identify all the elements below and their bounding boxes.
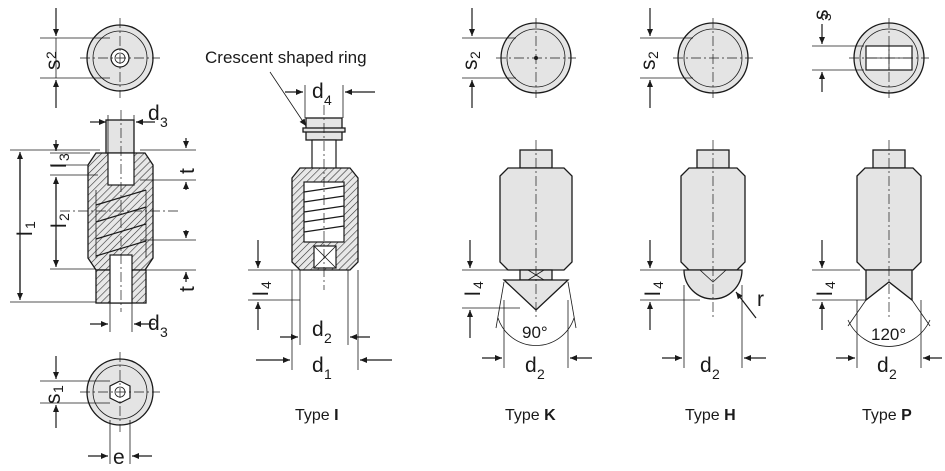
type-p-caption: Type P [862, 407, 912, 424]
s3-sub: 3 [818, 13, 834, 21]
s2-label-k: s [459, 60, 482, 71]
l1-sub: 1 [22, 221, 38, 229]
d2-sub-p: 2 [889, 366, 897, 382]
l4-sub-k: 4 [470, 281, 486, 289]
l4-sub-p: 4 [822, 281, 838, 289]
l4-label-i: l [250, 291, 273, 296]
left-top-view [40, 8, 160, 108]
s1-label: s [42, 394, 65, 405]
type-p-top-view [812, 18, 929, 98]
type-i-section [291, 105, 359, 290]
d3-sub-bottom: 3 [160, 324, 168, 340]
type-p-side-view [856, 140, 922, 320]
d2-label-k: d [525, 354, 537, 377]
d3-label-top: d [148, 102, 160, 125]
s2-sub-h: 2 [645, 51, 661, 59]
type-k-top-view [462, 8, 576, 108]
l4-label-k: l [462, 291, 485, 296]
d4-label: d [312, 80, 324, 103]
d2-sub-i: 2 [324, 330, 332, 346]
left-sleeve-section [60, 110, 180, 312]
d2-sub-h: 2 [712, 366, 720, 382]
l2-sub: 2 [56, 213, 72, 221]
l4-label-p: l [814, 291, 837, 296]
d3-sub-top: 3 [160, 114, 168, 130]
d1-sub: 1 [324, 366, 332, 382]
t-label-top: t [176, 168, 199, 174]
r-label: r [757, 288, 764, 311]
angle-120-label: 120° [871, 325, 906, 344]
angle-90-label: 90° [522, 323, 548, 342]
s3-label: s [810, 10, 833, 21]
left-bottom-view [40, 352, 160, 464]
d4-sub: 4 [324, 92, 332, 108]
t-label-bottom: t [176, 286, 199, 292]
s1-sub: 1 [50, 385, 66, 393]
e-label: e [113, 446, 125, 466]
l4-sub-i: 4 [258, 281, 274, 289]
s2-sub-left: 2 [43, 51, 59, 59]
l1-label: l [14, 231, 37, 236]
d2-label-p: d [877, 354, 889, 377]
l2-label: l [48, 223, 71, 228]
type-k-side-view [499, 140, 573, 320]
crescent-ring-label: Crescent shaped ring [205, 48, 367, 67]
d2-label-i: d [312, 318, 324, 341]
s2-sub-k: 2 [467, 51, 483, 59]
type-k-caption: Type K [505, 407, 556, 424]
type-h-side-view [680, 140, 746, 320]
l4-sub-h: 4 [650, 281, 666, 289]
type-h-caption: Type H [685, 407, 736, 424]
l3-label: l [48, 163, 71, 168]
d1-label: d [312, 354, 324, 377]
d2-label-h: d [700, 354, 712, 377]
type-h-top-view [640, 8, 753, 108]
l4-label-h: l [642, 291, 665, 296]
type-i-caption: Type I [295, 407, 339, 424]
s2-label-h: s [637, 60, 660, 71]
s2-label-left: s [42, 60, 65, 71]
d2-sub-k: 2 [537, 366, 545, 382]
l3-sub: 3 [56, 153, 72, 161]
d3-label-bottom: d [148, 312, 160, 335]
